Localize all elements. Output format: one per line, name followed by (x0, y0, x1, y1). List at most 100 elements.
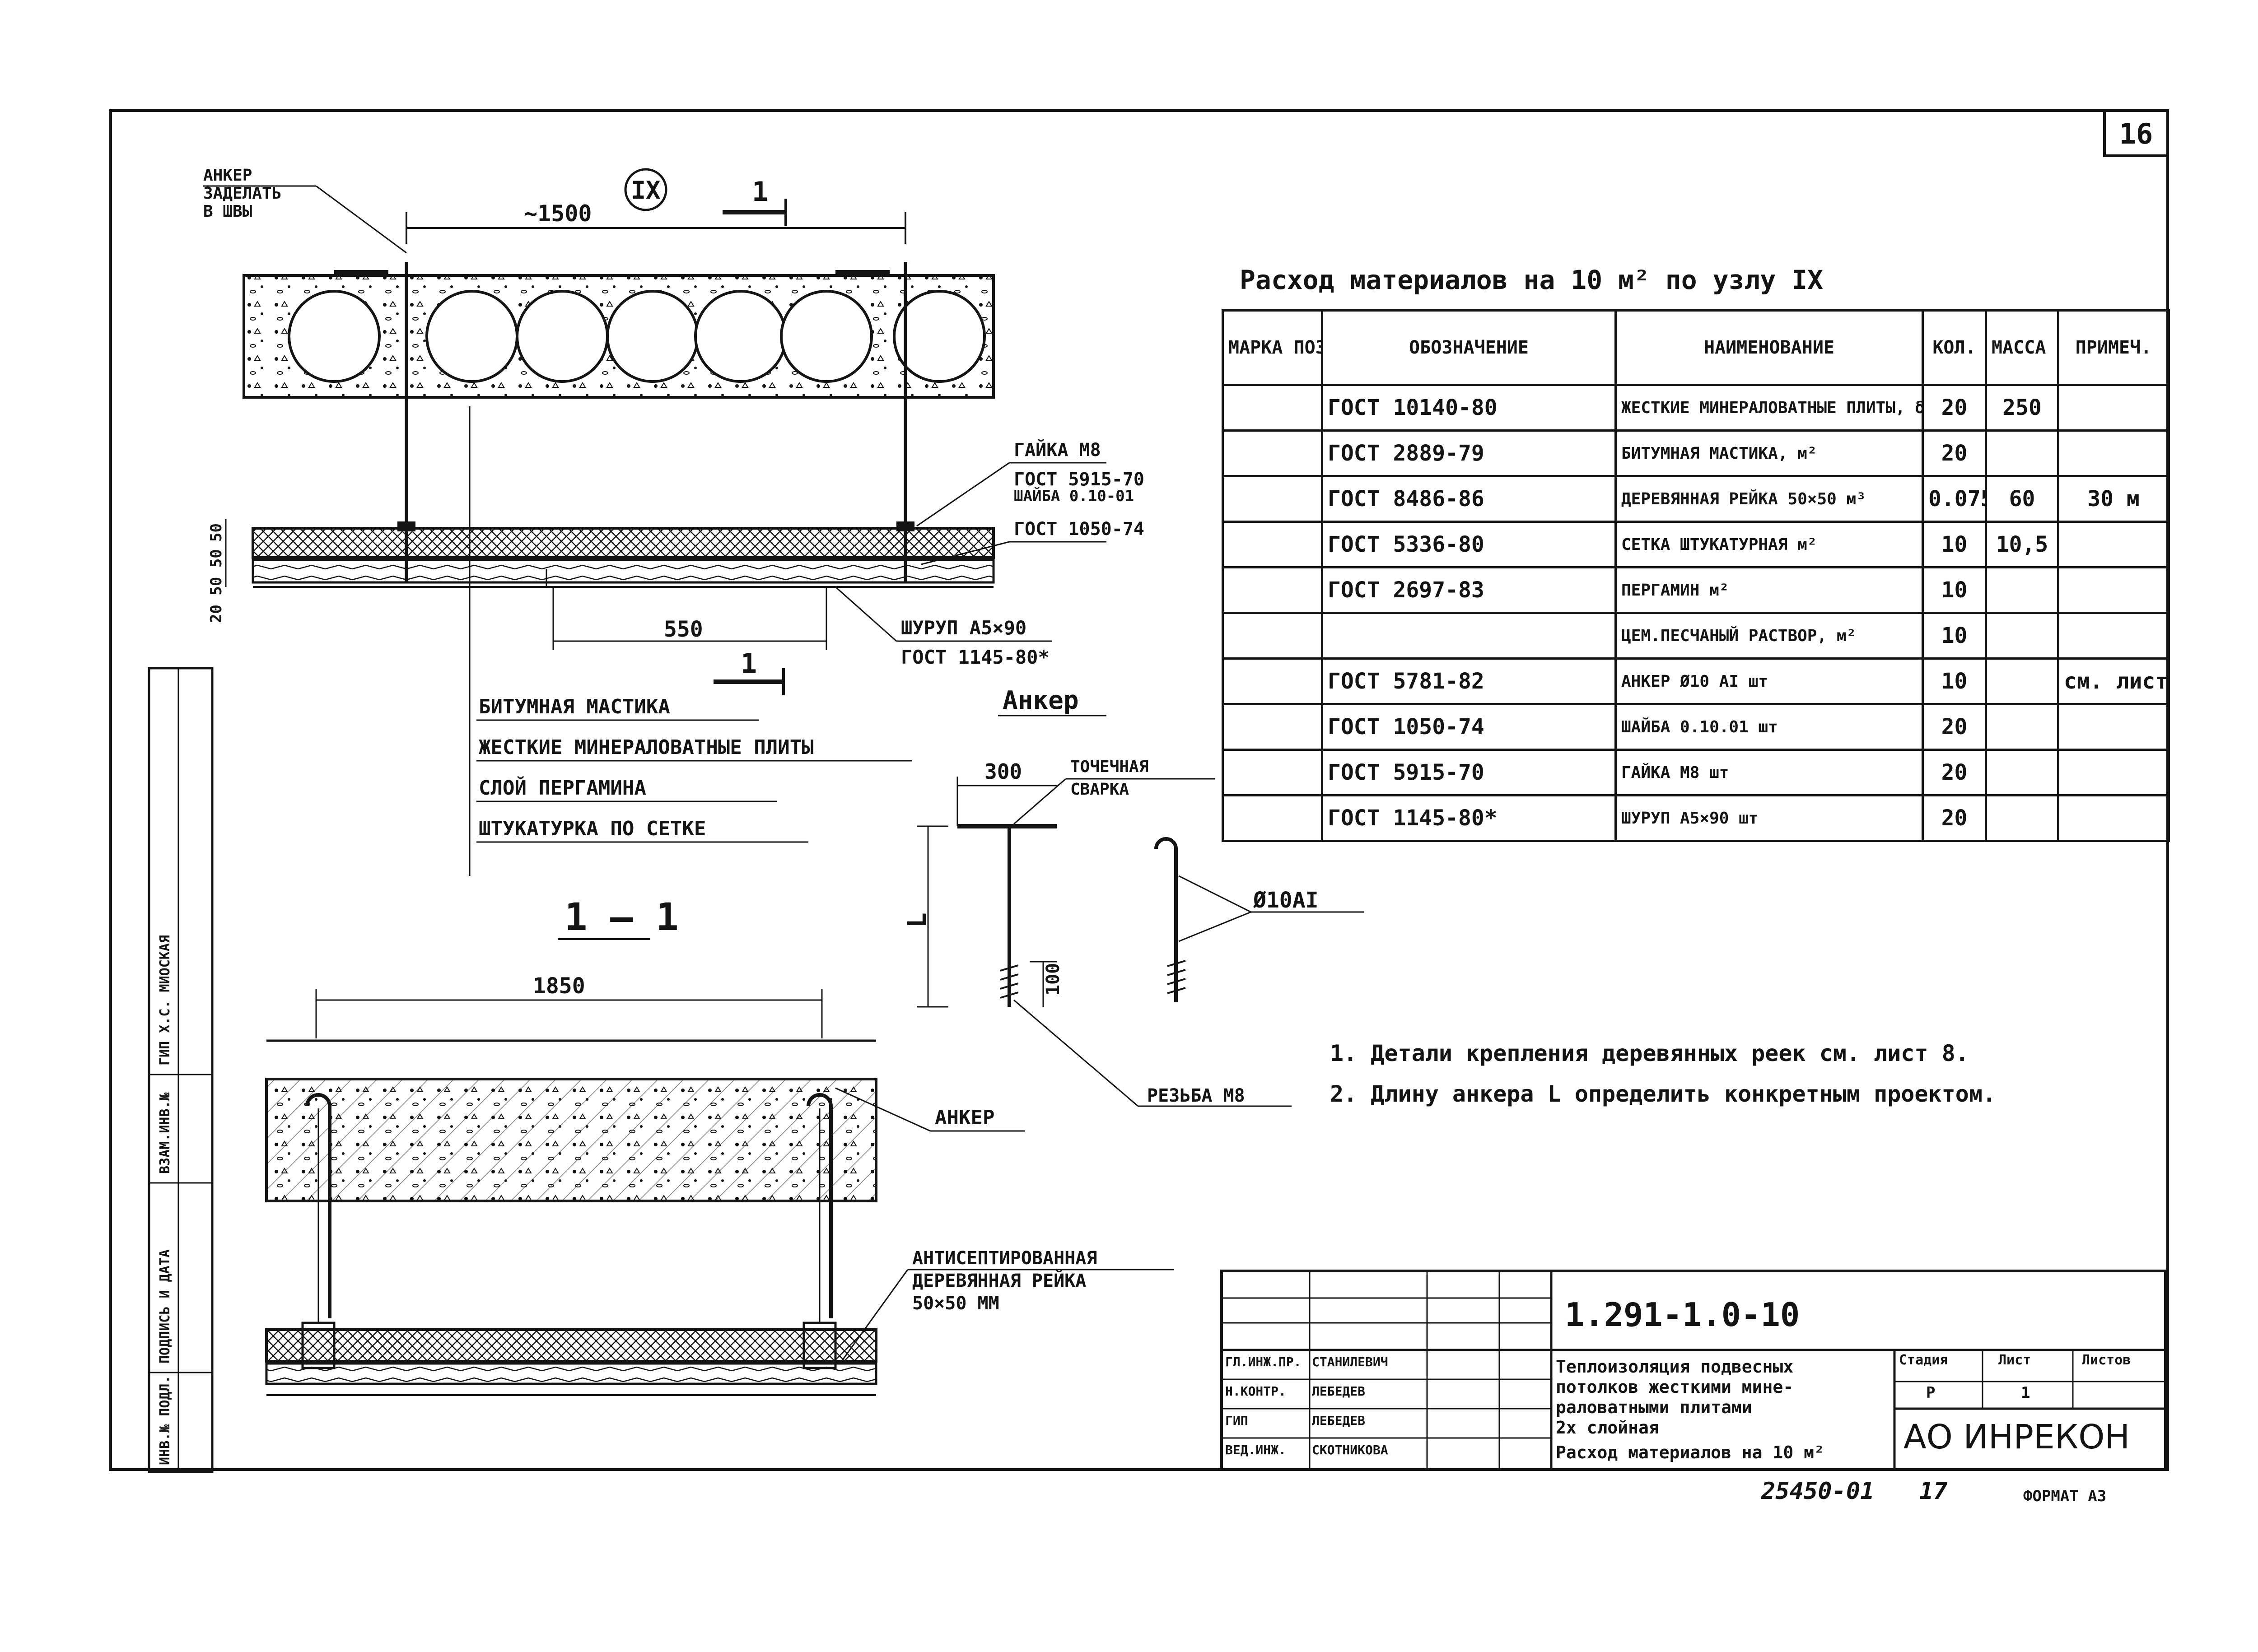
cell-note (2057, 794, 2170, 842)
side-stamp-lines: ИНВ.№ ПОДЛ. ПОДПИСЬ И ДАТА ВЗАМ.ИНВ.№ ГИ… (148, 667, 214, 1473)
cell-mass (1985, 749, 2059, 796)
cell-qty: 10 (1922, 566, 1987, 614)
layer-label-1: БИТУМНАЯ МАСТИКА (479, 695, 670, 718)
side-label-sign: ПОДПИСЬ И ДАТА (157, 1249, 173, 1363)
stage-value: Р (1926, 1384, 1936, 1402)
section-title: 1 — 1 (564, 895, 679, 939)
callout-nut-2: ГОСТ 5915-70 (1014, 469, 1144, 490)
org-name: АО ИНРЕКОН (1903, 1418, 2130, 1457)
weld-label-2: СВАРКА (1070, 780, 1129, 799)
description-line-4: 2х слойная (1556, 1418, 1659, 1438)
sheet-header: Лист (1998, 1352, 2031, 1368)
cell-mass (1985, 429, 2059, 477)
dim-100: 100 (1043, 963, 1064, 996)
table-header-row: МАРКА ПОЗ. ОБОЗНАЧЕНИЕ НАИМЕНОВАНИЕ КОЛ.… (1222, 309, 2170, 386)
cell-designation: ГОСТ 1145-80* (1321, 794, 1617, 842)
cell-designation: ГОСТ 2697-83 (1321, 566, 1617, 614)
cell-mark (1222, 429, 1323, 477)
cell-mass: 60 (1985, 475, 2059, 523)
cell-name: СЕТКА ШТУКАТУРНАЯ м² (1614, 521, 1924, 568)
cell-designation: ГОСТ 5915-70 (1321, 749, 1617, 796)
cell-qty: 20 (1922, 429, 1987, 477)
signer-name: СТАНИЛЕВИЧ (1312, 1354, 1388, 1369)
layer-label-2: ЖЕСТКИЕ МИНЕРАЛОВАТНЫЕ ПЛИТЫ (479, 736, 814, 759)
sheet-value: 1 (2021, 1384, 2030, 1402)
cell-mass: 10,5 (1985, 521, 2059, 568)
cell-mark (1222, 521, 1323, 568)
cell-note (2057, 749, 2170, 796)
cell-mass (1985, 566, 2059, 614)
cell-name: АНКЕР Ø10 АI шт (1614, 657, 1924, 705)
plaster-layer (252, 558, 995, 584)
note-2: 2. Длину анкера L определить конкретным … (1330, 1081, 1996, 1107)
section-anchor-label: АНКЕР (935, 1106, 994, 1129)
dim-300: 300 (984, 759, 1022, 784)
title-block-lines (1220, 1270, 2167, 1471)
callout-nut-1: ГАЙКА М8 (1014, 439, 1101, 461)
callout-washer-1: ШАЙБА 0.10-01 (1014, 487, 1134, 505)
callout-screw-2: ГОСТ 1145-80* (901, 646, 1050, 668)
cell-qty: 0.075 (1922, 475, 1987, 523)
cell-name: ШАЙБА 0.10.01 шт (1614, 703, 1924, 751)
description-line-2: потолков жесткими мине- (1556, 1377, 1794, 1397)
cell-designation: ГОСТ 8486-86 (1321, 475, 1617, 523)
signer-role: ГИП (1225, 1413, 1248, 1428)
cell-qty: 10 (1922, 612, 1987, 660)
side-label-inv: ИНВ.№ ПОДЛ. (157, 1375, 173, 1465)
node-mark (624, 168, 667, 211)
description-line-1: Теплоизоляция подвесных (1556, 1357, 1794, 1377)
cell-designation: ГОСТ 5336-80 (1321, 521, 1617, 568)
cell-mark (1222, 475, 1323, 523)
cell-mark (1222, 794, 1323, 842)
cell-mass (1985, 794, 2059, 842)
rail-label-1: АНТИСЕПТИРОВАННАЯ (912, 1248, 1097, 1269)
dim-left-50: 50 (207, 523, 225, 542)
cell-mark (1222, 703, 1323, 751)
col-header-note: ПРИМЕЧ. (2057, 309, 2170, 386)
materials-caption: Расход материалов на 10 м² по узлу IX (1240, 265, 1823, 295)
signer-name: ЛЕБЕДЕВ (1312, 1413, 1366, 1428)
cell-name: ПЕРГАМИН м² (1614, 566, 1924, 614)
cell-name: ГАЙКА М8 шт (1614, 749, 1924, 796)
anchor-note-1: АНКЕР (203, 166, 252, 185)
cell-name: БИТУМНАЯ МАСТИКА, м² (1614, 429, 1924, 477)
sheets-header: Листов (2082, 1352, 2131, 1368)
cell-note (2057, 384, 2170, 432)
insulation-section (265, 1328, 877, 1363)
cell-mass: 250 (1985, 384, 2059, 432)
weld-label-1: ТОЧЕЧНАЯ (1070, 758, 1148, 776)
cell-qty: 20 (1922, 384, 1987, 432)
cell-mass (1985, 612, 2059, 660)
section-mark-top: 1 (752, 176, 768, 208)
cell-qty: 10 (1922, 657, 1987, 705)
cell-designation: ГОСТ 1050-74 (1321, 703, 1617, 751)
layer-label-3: СЛОЙ ПЕРГАМИНА (479, 776, 646, 800)
cell-designation: ГОСТ 10140-80 (1321, 384, 1617, 432)
col-header-mark: МАРКА ПОЗ. (1222, 309, 1323, 386)
cell-note: см. лист 10 (2057, 657, 2170, 705)
bottom-page: 17 (1919, 1478, 1948, 1505)
title-block: 1.291-1.0-10 Теплоизоляция подвесных пот… (1222, 1271, 2165, 1470)
cell-note (2057, 612, 2170, 660)
description-line-3: раловатными плитами (1556, 1397, 1752, 1417)
cell-mark (1222, 657, 1323, 705)
signer-role: ВЕД.ИНЖ. (1225, 1443, 1286, 1457)
anchor-detail-title: Анкер (1003, 686, 1079, 715)
col-header-qty: КОЛ. (1922, 309, 1987, 386)
cell-mark (1222, 384, 1323, 432)
cell-mark (1222, 566, 1323, 614)
cell-name: ЖЕСТКИЕ МИНЕРАЛОВАТНЫЕ ПЛИТЫ, δ=50 м² (1614, 384, 1924, 432)
cell-mark (1222, 749, 1323, 796)
rail-label-2: ДЕРЕВЯННАЯ РЕЙКА (912, 1270, 1086, 1291)
description-line-5: Расход материалов на 10 м² (1556, 1443, 1824, 1462)
side-label-gip: ГИП Х.С. МИОСКАЯ (157, 935, 173, 1066)
anchor-note-2: ЗАДЕЛАТЬ (203, 184, 281, 203)
signer-role: ГЛ.ИНЖ.ПР. (1225, 1354, 1302, 1369)
